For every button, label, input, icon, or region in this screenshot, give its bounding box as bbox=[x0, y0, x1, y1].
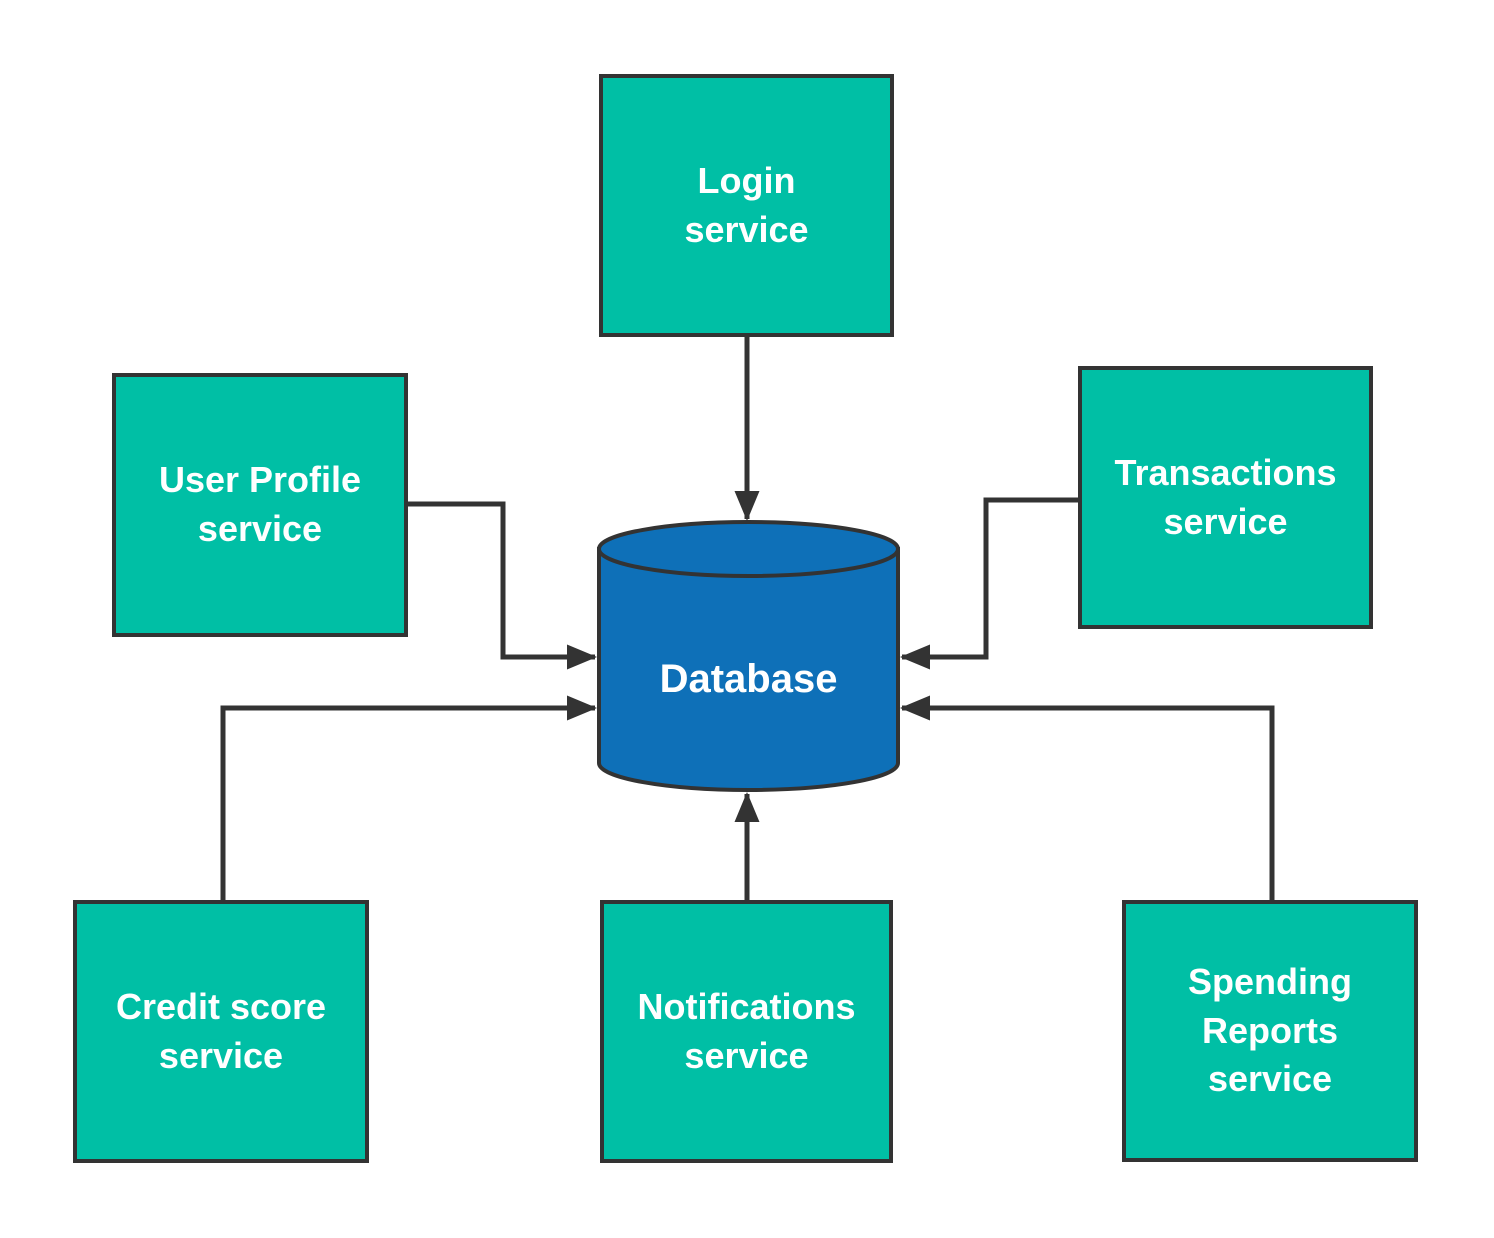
edge-transactions-to-database bbox=[899, 497, 1078, 670]
edge-user-profile-to-database bbox=[408, 501, 598, 670]
node-spending-reports-service: Spending Reports service bbox=[1122, 900, 1418, 1162]
node-label: Notifications service bbox=[637, 985, 856, 1076]
node-transactions-service: Transactions service bbox=[1078, 366, 1373, 629]
node-label: Transactions service bbox=[1114, 451, 1337, 542]
edge-spending-reports-to-database bbox=[899, 695, 1275, 900]
node-user-profile-service: User Profile service bbox=[112, 373, 408, 637]
node-label: Login service bbox=[684, 159, 809, 250]
node-label: Credit score service bbox=[115, 985, 327, 1076]
node-credit-score-service: Credit score service bbox=[73, 900, 369, 1163]
node-login-service: Login service bbox=[599, 74, 894, 337]
database-cylinder bbox=[597, 520, 900, 792]
node-notifications-service: Notifications service bbox=[600, 900, 893, 1163]
edge-credit-score-to-database bbox=[220, 695, 598, 900]
database-cylinder-body bbox=[597, 547, 900, 792]
node-label: User Profile service bbox=[158, 459, 362, 549]
node-label: Spending Reports service bbox=[1188, 961, 1352, 1100]
database-cylinder-top bbox=[597, 520, 900, 578]
